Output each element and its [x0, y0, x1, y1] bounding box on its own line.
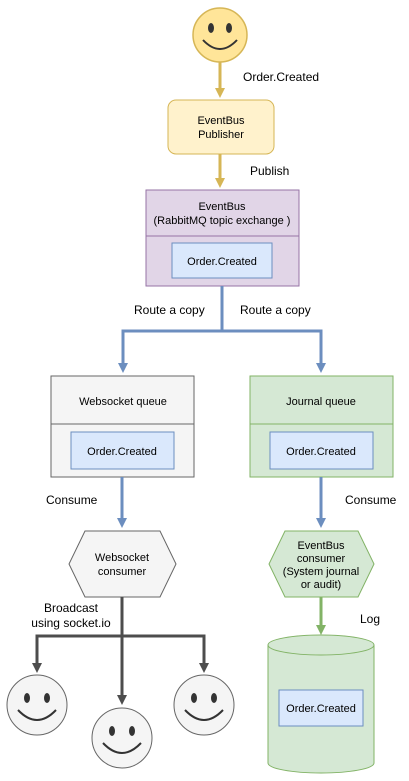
publisher-box — [167, 99, 275, 155]
journal-queue-message-label: Order.Created — [286, 446, 356, 458]
websocket-consumer-label-line1: Websocket — [95, 552, 149, 564]
edge-label-consume-left: Consume — [46, 493, 98, 507]
publisher-label-line1: EventBus — [197, 115, 245, 127]
edge-label-route-left: Route a copy — [134, 303, 205, 317]
edge-label-order-created: Order.Created — [243, 70, 319, 84]
edge-label-log: Log — [360, 612, 380, 626]
eventbus-consumer-label-line2: consumer — [297, 553, 346, 565]
websocket-consumer-label-line2: consumer — [98, 566, 147, 578]
edge-route-left — [118, 286, 224, 373]
websocket-queue-message-box — [70, 431, 175, 470]
eventbus-consumer-label-line1: EventBus — [297, 540, 345, 552]
edge-label-broadcast-line2: using socket.io — [31, 616, 111, 630]
eventbus-consumer-label-line4: or audit) — [301, 579, 341, 591]
exchange-label-line1: EventBus — [198, 201, 246, 213]
smiley-icon — [91, 707, 153, 769]
journal-queue-title: Journal queue — [286, 396, 356, 408]
exchange-message-box — [171, 242, 273, 279]
edge-route-right — [220, 286, 326, 373]
websocket-queue-title: Websocket queue — [79, 396, 167, 408]
edge-label-consume-right: Consume — [345, 493, 397, 507]
edge-label-publish: Publish — [250, 164, 289, 178]
smiley-icon — [6, 674, 68, 736]
exchange-message-label: Order.Created — [187, 256, 257, 268]
smiley-icon — [173, 674, 235, 736]
publisher-label-line2: Publisher — [198, 129, 244, 141]
websocket-queue-message-label: Order.Created — [87, 446, 157, 458]
edge-label-route-right: Route a copy — [240, 303, 311, 317]
websocket-consumer-hexagon — [68, 530, 177, 598]
eventbus-consumer-hexagon — [268, 530, 375, 598]
eventbus-consumer-label-line3: (System journal — [283, 566, 359, 578]
log-message-box — [278, 689, 364, 727]
journal-queue-message-box — [269, 431, 374, 470]
smiley-icon — [192, 7, 248, 63]
edge-broadcast-right — [120, 597, 209, 673]
exchange-label-line2: (RabbitMQ topic exchange ) — [154, 215, 291, 227]
log-message-label: Order.Created — [286, 703, 356, 715]
edge-label-broadcast-line1: Broadcast — [44, 601, 99, 615]
